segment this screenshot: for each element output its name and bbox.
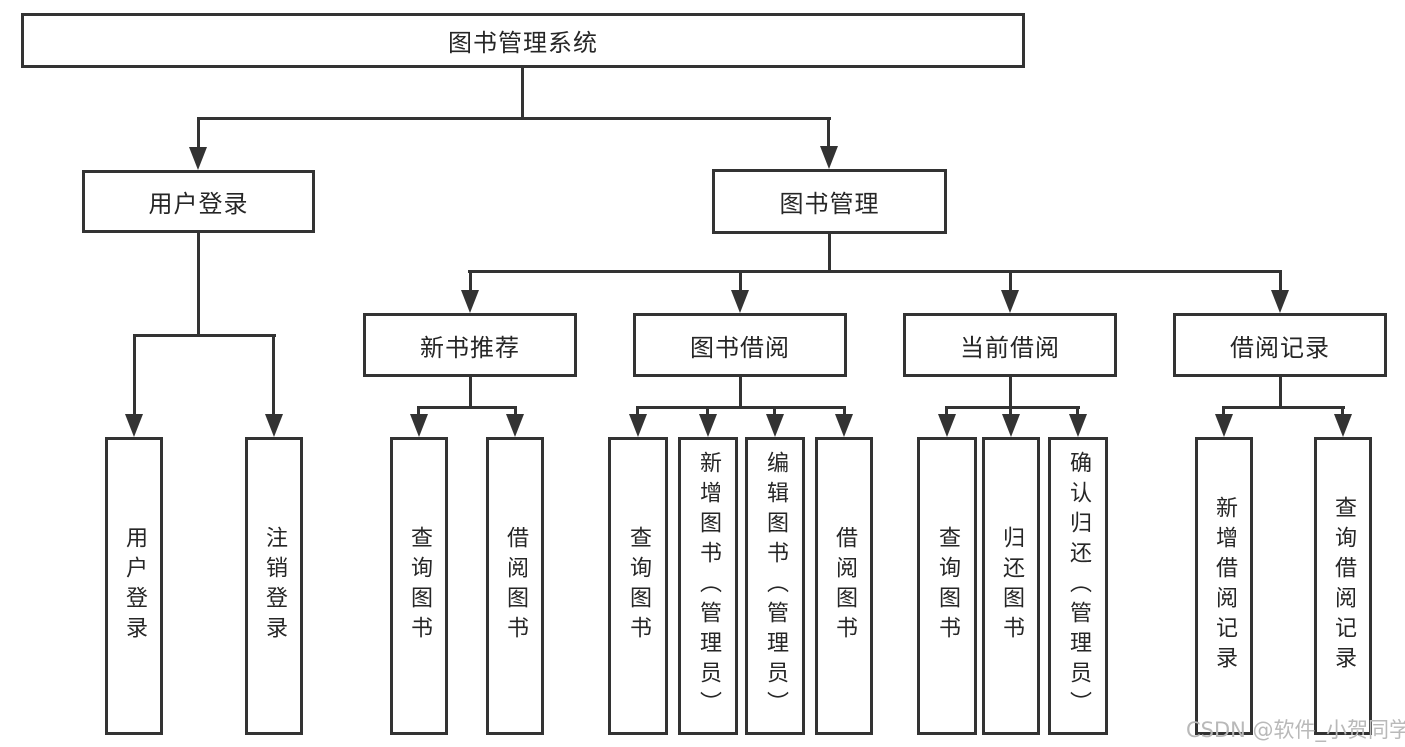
node-borrow-records-label: 借阅记录 (1230, 333, 1330, 362)
arrowhead-book-borrow (731, 290, 749, 313)
connector-to-book-borrow (739, 270, 742, 292)
arrowhead-leaf-add-record (1215, 414, 1233, 437)
leaf-borrow-books-2-label: 借阅图书 (832, 526, 857, 646)
node-current-borrow-label: 当前借阅 (960, 333, 1060, 362)
connector-book-management-branch (468, 270, 1282, 273)
leaf-add-borrow-record: 新增借阅记录 (1195, 437, 1253, 735)
arrowhead-leaf-logout (265, 414, 283, 437)
node-new-book-recommend: 新书推荐 (363, 313, 577, 377)
connector-to-leaf-add-record (1222, 406, 1225, 417)
arrowhead-leaf-return (1002, 414, 1020, 437)
node-current-borrow: 当前借阅 (903, 313, 1117, 377)
csdn-watermark: CSDN @软件_小贺同学 (1186, 718, 1405, 742)
leaf-query-borrow-record-label: 查询借阅记录 (1331, 496, 1356, 676)
connector-to-user-login (197, 117, 200, 150)
arrowhead-leaf-query-record (1334, 414, 1352, 437)
connector-to-leaf-return (1009, 406, 1012, 417)
leaf-logout-label: 注销登录 (262, 526, 287, 646)
leaf-return-book-label: 归还图书 (999, 526, 1024, 646)
connector-new-book-branch (417, 406, 517, 409)
arrowhead-leaf-edit-book (766, 414, 784, 437)
connector-to-borrow-records (1279, 270, 1282, 292)
connector-to-leaf-edit-book (773, 406, 776, 417)
connector-book-borrow-branch (636, 406, 846, 409)
leaf-confirm-return-admin-label: 确认归还（管理员） (1066, 451, 1091, 721)
leaf-add-book-admin: 新增图书（管理员） (678, 437, 738, 735)
connector-user-login-stem (197, 233, 200, 336)
node-root: 图书管理系统 (21, 13, 1025, 68)
connector-to-leaf-confirm-return (1076, 406, 1079, 417)
leaf-query-books-1: 查询图书 (390, 437, 448, 735)
connector-to-leaf-query-record (1341, 406, 1344, 417)
arrowhead-leaf-query2 (629, 414, 647, 437)
arrowhead-user-login (189, 147, 207, 170)
leaf-borrow-books-2: 借阅图书 (815, 437, 873, 735)
connector-to-new-book (469, 270, 472, 292)
arrowhead-leaf-borrow1 (506, 414, 524, 437)
connector-to-leaf-query2 (636, 406, 639, 417)
leaf-borrow-books-1-label: 借阅图书 (503, 526, 528, 646)
arrowhead-borrow-records (1271, 290, 1289, 313)
connector-borrow-records-stem (1279, 377, 1282, 408)
connector-to-leaf-add-book (706, 406, 709, 417)
leaf-borrow-books-1: 借阅图书 (486, 437, 544, 735)
leaf-user-login: 用户登录 (105, 437, 163, 735)
leaf-query-books-2: 查询图书 (608, 437, 668, 735)
connector-to-current-borrow (1009, 270, 1012, 292)
leaf-confirm-return-admin: 确认归还（管理员） (1048, 437, 1108, 735)
connector-to-leaf-login (133, 334, 136, 416)
arrowhead-book-management (820, 146, 838, 169)
leaf-add-book-admin-label: 新增图书（管理员） (696, 451, 721, 721)
arrowhead-leaf-add-book (699, 414, 717, 437)
connector-to-leaf-borrow2 (843, 406, 846, 417)
leaf-query-books-3: 查询图书 (917, 437, 977, 735)
connector-current-borrow-stem (1009, 377, 1012, 408)
connector-root-branch (197, 117, 831, 120)
leaf-user-login-label: 用户登录 (122, 526, 147, 646)
connector-book-borrow-stem (739, 377, 742, 408)
connector-book-management-stem (828, 234, 831, 272)
node-user-login: 用户登录 (82, 170, 315, 233)
node-root-label: 图书管理系统 (448, 29, 598, 57)
leaf-query-books-3-label: 查询图书 (935, 526, 960, 646)
arrowhead-current-borrow (1001, 290, 1019, 313)
node-user-login-label: 用户登录 (148, 190, 249, 218)
node-book-borrow: 图书借阅 (633, 313, 847, 377)
connector-root-stem (521, 68, 524, 119)
leaf-edit-book-admin: 编辑图书（管理员） (745, 437, 805, 735)
connector-current-borrow-branch (945, 406, 1080, 409)
leaf-query-books-2-label: 查询图书 (626, 526, 651, 646)
leaf-return-book: 归还图书 (982, 437, 1040, 735)
leaf-logout: 注销登录 (245, 437, 303, 735)
leaf-add-borrow-record-label: 新增借阅记录 (1212, 496, 1237, 676)
connector-borrow-records-branch (1222, 406, 1345, 409)
node-book-management: 图书管理 (712, 169, 947, 234)
connector-to-book-management (827, 117, 830, 149)
connector-to-leaf-query3 (945, 406, 948, 417)
connector-to-leaf-borrow1 (514, 406, 517, 417)
node-book-borrow-label: 图书借阅 (690, 333, 790, 362)
arrowhead-leaf-confirm-return (1069, 414, 1087, 437)
arrowhead-leaf-login (125, 414, 143, 437)
connector-user-login-branch (133, 334, 276, 337)
connector-to-leaf-logout (272, 334, 275, 416)
arrowhead-leaf-query1 (410, 414, 428, 437)
node-borrow-records: 借阅记录 (1173, 313, 1387, 377)
arrowhead-new-book (461, 290, 479, 313)
arrowhead-leaf-query3 (938, 414, 956, 437)
leaf-query-borrow-record: 查询借阅记录 (1314, 437, 1372, 735)
connector-to-leaf-query1 (417, 406, 420, 417)
node-new-book-recommend-label: 新书推荐 (420, 333, 520, 362)
leaf-edit-book-admin-label: 编辑图书（管理员） (763, 451, 788, 721)
leaf-query-books-1-label: 查询图书 (407, 526, 432, 646)
node-book-management-label: 图书管理 (779, 190, 880, 218)
connector-new-book-stem (469, 377, 472, 408)
arrowhead-leaf-borrow2 (835, 414, 853, 437)
